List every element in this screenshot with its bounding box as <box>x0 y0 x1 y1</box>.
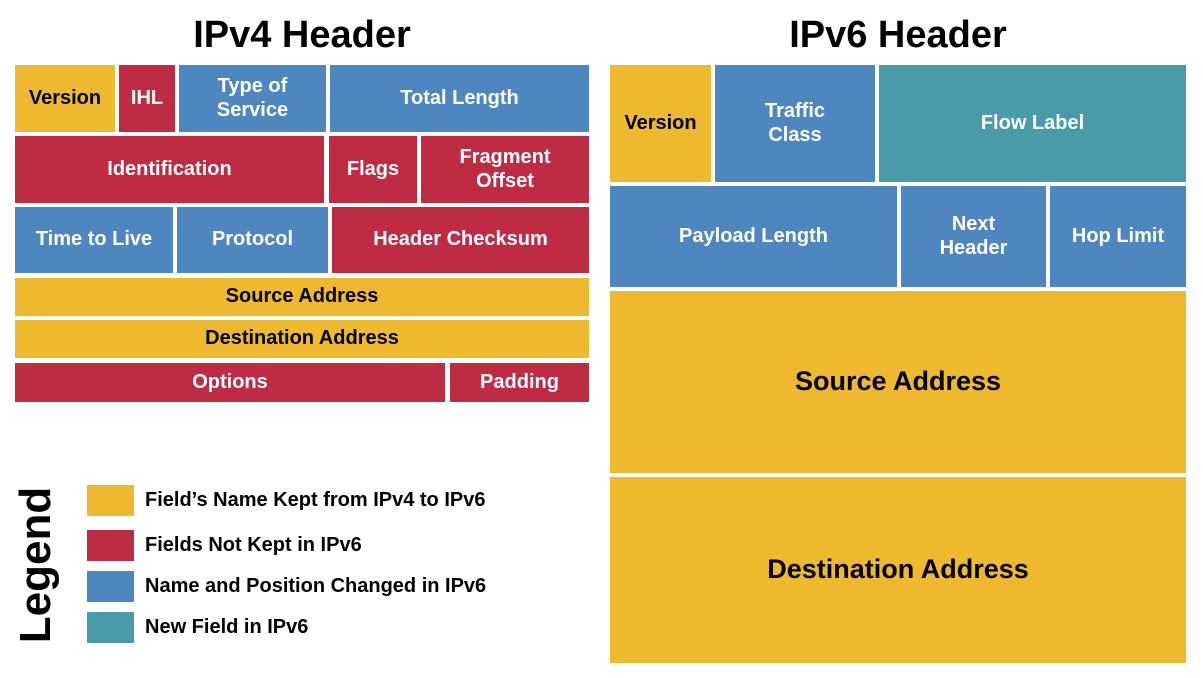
legend-swatch-field-kept <box>87 485 134 516</box>
legend-swatch-name-position-changed <box>87 571 134 602</box>
legend-item-label: Name and Position Changed in IPv6 <box>145 575 487 597</box>
ipv4-cell-total-length: Total Length <box>330 65 589 132</box>
ipv6-cell-hop-limit: Hop Limit <box>1050 186 1186 287</box>
ipv6-cell-source-address: Source Address <box>610 291 1186 473</box>
legend-swatch-field-not-kept <box>87 530 134 561</box>
ipv4-cell-version: Version <box>15 65 115 132</box>
ipv4-cell-protocol: Protocol <box>177 207 328 273</box>
legend-swatch-new-field <box>87 612 134 643</box>
ipv4-cell-ihl: IHL <box>119 65 175 132</box>
ipv4-cell-type-of-service: Type of Service <box>179 65 326 132</box>
ipv4-cell-options: Options <box>15 363 445 402</box>
ipv4-cell-padding: Padding <box>450 363 589 402</box>
ipv4-cell-source-address: Source Address <box>15 278 589 316</box>
ipv6-cell-destination-address: Destination Address <box>610 477 1186 663</box>
ipv6-cell-version: Version <box>610 65 711 182</box>
legend-item-label: Field’s Name Kept from IPv4 to IPv6 <box>145 489 486 511</box>
ipv6-cell-traffic-class: Traffic Class <box>715 65 875 182</box>
legend-item-label: New Field in IPv6 <box>145 616 309 638</box>
ipv4-title: IPv4 Header <box>193 14 411 56</box>
ipv6-title: IPv6 Header <box>789 14 1007 56</box>
ipv4-cell-flags: Flags <box>329 136 417 203</box>
ipv6-cell-flow-label: Flow Label <box>879 65 1186 182</box>
legend-title: Legend <box>11 486 60 644</box>
ipv4-cell-time-to-live: Time to Live <box>15 207 173 273</box>
ipv4-cell-destination-address: Destination Address <box>15 320 589 358</box>
ipv6-cell-payload-length: Payload Length <box>610 186 897 287</box>
ipv4-cell-identification: Identification <box>15 136 324 203</box>
ipv6-cell-next-header: Next Header <box>901 186 1046 287</box>
ipv4-cell-fragment-offset: Fragment Offset <box>421 136 589 203</box>
ipv4-cell-header-checksum: Header Checksum <box>332 207 589 273</box>
legend-item-label: Fields Not Kept in IPv6 <box>145 534 362 556</box>
